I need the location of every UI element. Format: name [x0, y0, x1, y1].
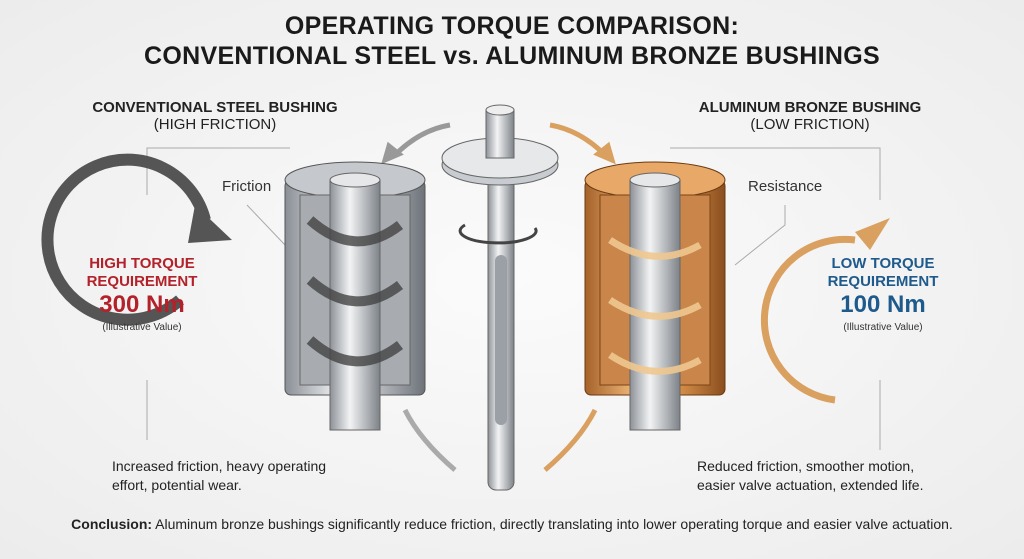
bronze-description: Reduced friction, smoother motion, easie… [697, 458, 924, 493]
steel-heading: CONVENTIONAL STEEL BUSHING(HIGH FRICTION… [65, 99, 365, 133]
title-line-1: OPERATING TORQUE COMPARISON: [284, 12, 740, 40]
steel-subheading: (HIGH FRICTION) [153, 116, 277, 133]
bronze-subheading: (LOW FRICTION) [750, 116, 870, 133]
low-torque-note: (Illustrative Value) [843, 322, 923, 333]
low-torque-block: LOW TORQUE REQUIREMENT 100 Nm (Illustrat… [813, 255, 953, 337]
low-torque-arrow-icon [760, 218, 890, 404]
low-torque-label: LOW TORQUE [831, 255, 935, 272]
high-torque-note: (Illustrative Value) [102, 322, 182, 333]
valve-shaft-illustration [441, 104, 559, 491]
resistance-callout: Resistance [748, 178, 823, 195]
bronze-bushing-illustration [584, 161, 726, 431]
friction-callout: Friction [222, 178, 272, 195]
rotation-arrows-icon [381, 122, 616, 472]
low-torque-value: 100 Nm [840, 291, 926, 318]
conclusion-label: Conclusion: [71, 516, 153, 532]
low-torque-requirement: REQUIREMENT [827, 273, 939, 290]
steel-description: Increased friction, heavy operating effo… [112, 458, 327, 493]
bronze-heading: ALUMINUM BRONZE BUSHING(LOW FRICTION) [660, 99, 960, 133]
conclusion-text: Aluminum bronze bushings significantly r… [152, 516, 953, 532]
conclusion: Conclusion: Aluminum bronze bushings sig… [0, 516, 1024, 532]
high-torque-requirement: REQUIREMENT [86, 273, 198, 290]
steel-heading-title: CONVENTIONAL STEEL BUSHING [92, 99, 338, 116]
bracket-lines [146, 147, 881, 450]
high-torque-block: HIGH TORQUE REQUIREMENT 300 Nm (Illustra… [72, 255, 212, 337]
steel-bushing-illustration [284, 161, 426, 431]
bronze-heading-title: ALUMINUM BRONZE BUSHING [698, 99, 922, 116]
high-torque-label: HIGH TORQUE [89, 255, 195, 272]
high-torque-arrow-icon [41, 153, 232, 326]
title-line-2: CONVENTIONAL STEEL vs. ALUMINUM BRONZE B… [144, 42, 880, 70]
high-torque-value: 300 Nm [99, 291, 185, 318]
